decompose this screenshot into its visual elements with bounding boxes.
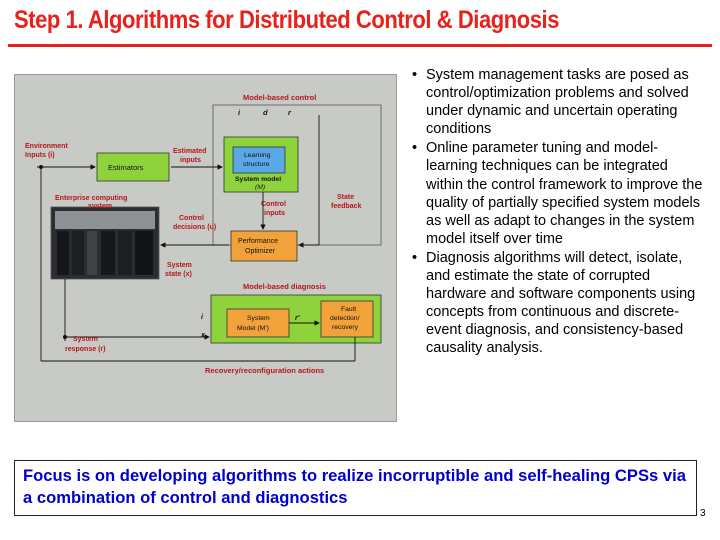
learning-structure-label: Learning bbox=[244, 152, 271, 159]
fault-detection-box bbox=[320, 300, 374, 338]
state-feedback-label-2: feedback bbox=[331, 203, 361, 210]
model-based-control-label: Model-based control bbox=[243, 93, 316, 102]
system-model-prime-label: System bbox=[247, 315, 270, 322]
bullet-item: • Online parameter tuning and model-learn… bbox=[408, 139, 708, 248]
diag-signal-r-prime: r' bbox=[295, 315, 300, 322]
signal-i: i bbox=[238, 108, 241, 117]
control-decisions-label-2: decisions (u) bbox=[173, 224, 216, 231]
diag-signal-x: x bbox=[200, 332, 206, 339]
control-inputs-label: Control bbox=[261, 201, 286, 208]
performance-optimizer-label-2: Optimizer bbox=[245, 248, 276, 255]
learning-structure-label-2: structure bbox=[243, 161, 270, 168]
signal-r: r bbox=[288, 108, 292, 117]
focus-callout: Focus is on developing algorithms to rea… bbox=[14, 460, 697, 516]
recovery-actions-label: Recovery/reconfiguration actions bbox=[205, 366, 324, 375]
performance-optimizer-label: Performance bbox=[238, 238, 278, 245]
model-based-diagnosis-label: Model-based diagnosis bbox=[243, 282, 326, 291]
bullet-item: • System management tasks are posed as co… bbox=[408, 66, 708, 138]
fault-detection-label: Fault bbox=[341, 306, 356, 313]
system-state-label-2: state (x) bbox=[165, 271, 192, 278]
learning-structure-box bbox=[232, 146, 286, 174]
system-model-prime-label-2: Model (M') bbox=[237, 325, 269, 332]
bullet-marker: • bbox=[412, 67, 418, 83]
bullet-marker: • bbox=[412, 140, 418, 157]
environment-inputs-label: Environment bbox=[25, 143, 68, 150]
environment-inputs-label-2: Inputs (i) bbox=[25, 152, 55, 159]
control-decisions-label: Control bbox=[179, 215, 204, 222]
fault-detection-label-2: detection/ bbox=[330, 315, 360, 322]
system-state-label: System bbox=[167, 262, 192, 269]
system-model-label: System model bbox=[235, 176, 281, 183]
page-number: 3 bbox=[700, 508, 706, 519]
fault-detection-label-3: recovery bbox=[332, 324, 359, 331]
enterprise-system-label: Enterprise computing bbox=[55, 195, 127, 202]
control-inputs-label-2: inputs bbox=[264, 210, 285, 217]
bullet-text: Diagnosis algorithms will detect, isolat… bbox=[426, 249, 696, 357]
bullet-text: Online parameter tuning and model-learni… bbox=[426, 140, 703, 247]
system-response-label: System bbox=[73, 336, 98, 343]
slide-title: Step 1. Algorithms for Distributed Contr… bbox=[14, 6, 560, 34]
system-model-prime-box bbox=[226, 308, 290, 338]
system-response-label-2: response (r) bbox=[65, 346, 105, 353]
enterprise-system-label-2: system bbox=[88, 203, 112, 210]
performance-optimizer-box bbox=[230, 230, 298, 262]
bullet-marker: • bbox=[412, 249, 418, 266]
estimated-inputs-label: Estimated bbox=[173, 148, 206, 155]
system-model-m: (M) bbox=[255, 184, 265, 191]
bullet-list: • System management tasks are posed as co… bbox=[408, 66, 708, 359]
estimators-box bbox=[96, 152, 170, 182]
bullet-text: System management tasks are posed as con… bbox=[426, 67, 689, 138]
control-diagnosis-diagram: Model-based control i d r Learning struc… bbox=[14, 74, 397, 422]
bullet-item: • Diagnosis algorithms will detect, isola… bbox=[408, 249, 708, 358]
state-feedback-label: State bbox=[337, 194, 354, 201]
estimated-inputs-label-2: inputs bbox=[180, 157, 201, 164]
estimators-label: Estimators bbox=[108, 163, 144, 172]
signal-d: d bbox=[263, 108, 268, 117]
title-underline bbox=[8, 44, 712, 47]
diag-signal-i: i bbox=[201, 314, 204, 321]
